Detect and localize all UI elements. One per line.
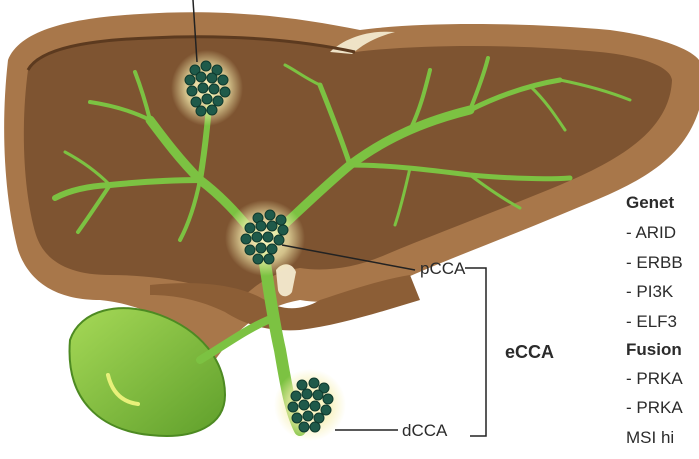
ecca-bracket	[465, 268, 486, 436]
fusion-item: - PRKA	[626, 369, 683, 388]
genetics-item: - PI3K	[626, 282, 674, 301]
msi-footer: MSI hi	[626, 428, 674, 447]
genetics-header: Genet	[626, 193, 675, 212]
tumor-icca	[171, 50, 243, 126]
fusion-item: - PRKA	[626, 398, 683, 417]
ecca-label: eCCA	[505, 342, 554, 362]
genetics-item: - ARID	[626, 223, 676, 242]
tumor-pcca	[225, 200, 305, 276]
dcca-label: dCCA	[402, 421, 448, 440]
genetics-panel: Genet - ARID - ERBB - PI3K - ELF3 Fusion…	[626, 193, 683, 447]
fusion-header: Fusion	[626, 340, 682, 359]
genetics-item: - ELF3	[626, 312, 677, 331]
pcca-label: pCCA	[420, 259, 466, 278]
genetics-item: - ERBB	[626, 253, 683, 272]
